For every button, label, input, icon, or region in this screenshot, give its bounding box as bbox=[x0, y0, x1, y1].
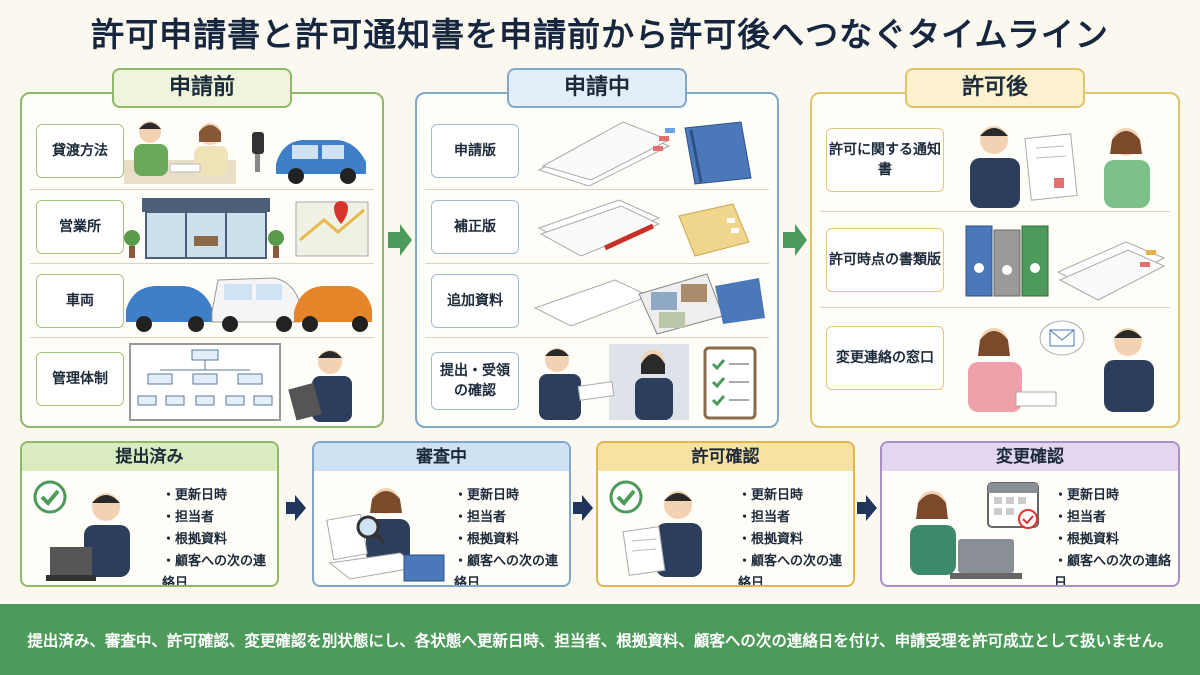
status-arrow-icon bbox=[286, 495, 306, 521]
status-field: 更新日時 bbox=[738, 485, 853, 507]
phase-arrow-icon bbox=[388, 224, 412, 256]
status-field: 更新日時 bbox=[162, 485, 277, 507]
submitted-illustration bbox=[33, 480, 130, 581]
status-card-permission-confirmed: 許可確認 更新日時 担当者 根拠資料 顧客への次の連絡日 bbox=[596, 441, 855, 587]
phase-label: 申請中 bbox=[507, 68, 687, 108]
phase-row: 許可時点の書類版 bbox=[820, 212, 1170, 308]
permission-confirmed-illustration bbox=[609, 480, 702, 577]
row-label: 追加資料 bbox=[431, 274, 519, 328]
row-label: 車両 bbox=[36, 274, 124, 328]
phase-during-application: 申請中 申請版 補正版 追加資料 提出・受領の確認 bbox=[415, 68, 779, 428]
phase-row: 貸渡方法 bbox=[30, 112, 374, 190]
change-confirmed-illustration bbox=[910, 482, 1039, 579]
row-label: 補正版 bbox=[431, 200, 519, 254]
status-field: 顧客への次の連絡日 bbox=[454, 551, 569, 585]
phase-row: 補正版 bbox=[425, 190, 769, 264]
row-label: 提出・受領の確認 bbox=[431, 352, 519, 410]
status-fields: 更新日時 担当者 根拠資料 顧客への次の連絡日 bbox=[454, 485, 569, 585]
vehicles-illustration bbox=[126, 277, 372, 332]
status-arrow-icon bbox=[857, 495, 877, 521]
row-label: 許可に関する通知書 bbox=[826, 128, 944, 192]
row-label: 変更連絡の窓口 bbox=[826, 326, 944, 390]
status-field: 顧客への次の連絡日 bbox=[738, 551, 853, 585]
status-title: 変更確認 bbox=[882, 443, 1178, 471]
phase-row: 許可に関する通知書 bbox=[820, 112, 1170, 212]
phase-row: 管理体制 bbox=[30, 338, 374, 424]
binders-documents-illustration bbox=[965, 225, 1166, 301]
phase-row: 追加資料 bbox=[425, 264, 769, 338]
status-field: 担当者 bbox=[1054, 507, 1178, 529]
change-contact-illustration bbox=[968, 320, 1154, 412]
status-field: 根拠資料 bbox=[738, 529, 853, 551]
status-field: 顧客への次の連絡日 bbox=[1054, 551, 1178, 585]
status-field: 更新日時 bbox=[454, 485, 569, 507]
status-fields: 更新日時 担当者 根拠資料 顧客への次の連絡日 bbox=[1054, 485, 1178, 585]
phase-arrow-icon bbox=[783, 224, 807, 256]
phase-label: 許可後 bbox=[905, 68, 1085, 108]
row-label: 許可時点の書類版 bbox=[826, 228, 944, 292]
row-label: 貸渡方法 bbox=[36, 124, 124, 178]
phase-row: 車両 bbox=[30, 264, 374, 338]
rental-handover-illustration bbox=[124, 121, 366, 184]
submission-receipt-illustration bbox=[539, 344, 757, 420]
office-building-illustration bbox=[124, 198, 369, 259]
phase-label: 申請前 bbox=[112, 68, 292, 108]
phase-row: 変更連絡の窓口 bbox=[820, 308, 1170, 420]
status-field: 根拠資料 bbox=[162, 529, 277, 551]
status-card-submitted: 提出済み 更新日時 担当者 根拠資料 顧客への次の連絡日 bbox=[20, 441, 279, 587]
status-card-change-confirmed: 変更確認 更新日時 担当者 根拠資料 顧客への次の連絡日 bbox=[880, 441, 1180, 587]
status-title: 審査中 bbox=[314, 443, 569, 471]
additional-materials-illustration bbox=[533, 273, 765, 335]
application-documents-illustration bbox=[537, 121, 752, 187]
status-field: 顧客への次の連絡日 bbox=[162, 551, 277, 585]
status-title: 許可確認 bbox=[598, 443, 853, 471]
row-label: 管理体制 bbox=[36, 352, 124, 406]
status-field: 担当者 bbox=[162, 507, 277, 529]
status-card-under-review: 審査中 更新日時 担当者 根拠資料 顧客への次の連絡日 bbox=[312, 441, 571, 587]
phase-row: 営業所 bbox=[30, 190, 374, 264]
phase-row: 申請版 bbox=[425, 112, 769, 190]
under-review-illustration bbox=[326, 488, 445, 582]
status-fields: 更新日時 担当者 根拠資料 顧客への次の連絡日 bbox=[162, 485, 277, 585]
phase-row: 提出・受領の確認 bbox=[425, 338, 769, 424]
page-title: 許可申請書と許可通知書を申請前から許可後へつなぐタイムライン bbox=[91, 15, 1109, 54]
row-label: 営業所 bbox=[36, 200, 124, 254]
management-chart-illustration bbox=[129, 343, 352, 422]
summary-footer: 提出済み、審査中、許可確認、変更確認を別状態にし、各状態へ更新日時、担当者、根拠… bbox=[0, 604, 1200, 675]
row-label: 申請版 bbox=[431, 124, 519, 178]
permission-notice-illustration bbox=[970, 126, 1150, 208]
status-field: 根拠資料 bbox=[1054, 529, 1178, 551]
status-field: 更新日時 bbox=[1054, 485, 1178, 507]
revision-documents-illustration bbox=[537, 199, 750, 257]
status-arrow-icon bbox=[573, 495, 593, 521]
phase-after-permission: 許可後 許可に関する通知書 許可時点の書類版 変更連絡の窓口 bbox=[810, 68, 1180, 428]
status-field: 担当者 bbox=[454, 507, 569, 529]
status-field: 根拠資料 bbox=[454, 529, 569, 551]
status-fields: 更新日時 担当者 根拠資料 顧客への次の連絡日 bbox=[738, 485, 853, 585]
status-title: 提出済み bbox=[22, 443, 277, 471]
phase-before-application: 申請前 貸渡方法 営業所 車両 bbox=[20, 68, 384, 428]
status-field: 担当者 bbox=[738, 507, 853, 529]
